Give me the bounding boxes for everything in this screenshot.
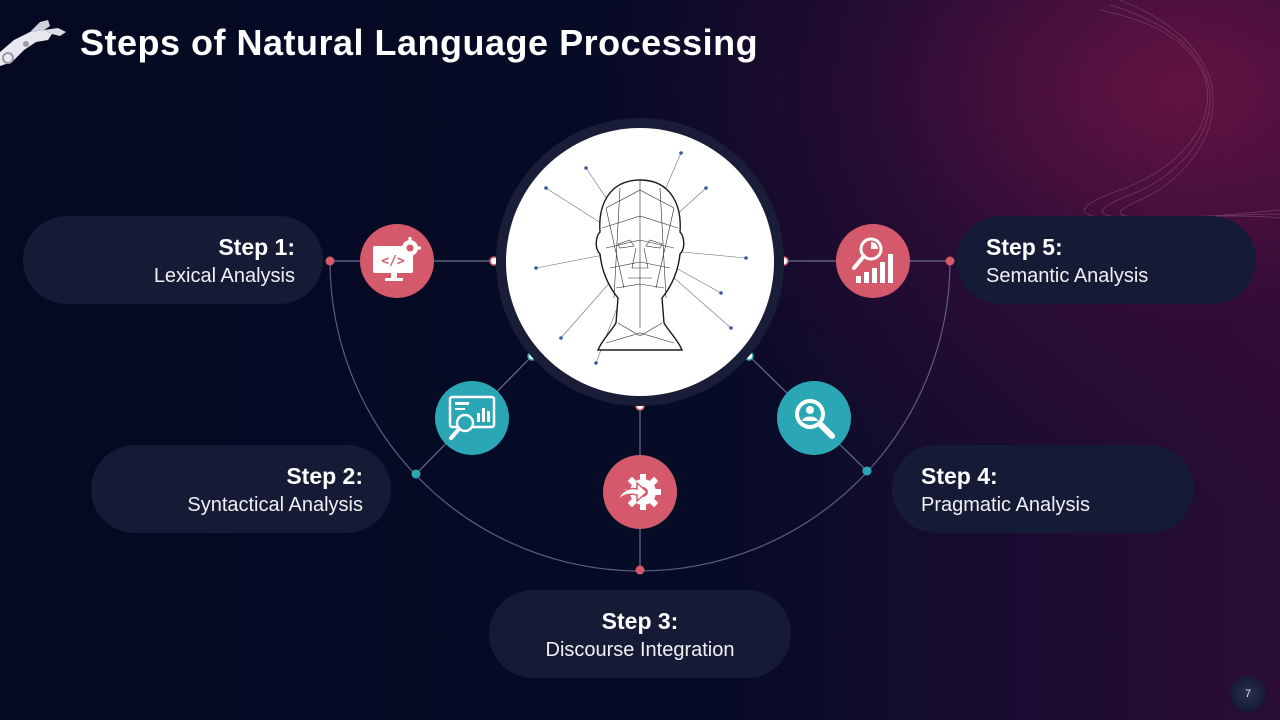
step-number: Step 5: — [986, 234, 1063, 260]
step-card-5: Step 5: Semantic Analysis — [956, 216, 1256, 304]
step-card-1: Step 1: Lexical Analysis — [23, 216, 323, 304]
chart-magnifier-icon — [852, 237, 893, 283]
robot-hand-icon — [0, 20, 66, 66]
step-number: Step 4: — [921, 463, 998, 489]
step-name: Lexical Analysis — [153, 265, 295, 287]
step-card-4: Step 4: Pragmatic Analysis — [892, 445, 1194, 533]
code-monitor-gear-icon: </> — [373, 237, 421, 281]
step-name: Semantic Analysis — [986, 265, 1149, 287]
analytics-dashboard-magnifier-icon — [448, 395, 496, 440]
page-title: Steps of Natural Language Processing — [80, 22, 759, 63]
page-number: 7 — [1230, 676, 1266, 712]
wireframe-human-head-icon — [534, 151, 748, 365]
step-name: Pragmatic Analysis — [921, 494, 1090, 516]
step-card-2: Step 2: Syntactical Analysis — [91, 445, 391, 533]
step-name: Syntactical Analysis — [187, 494, 363, 516]
svg-text:</>: </> — [381, 254, 405, 269]
step2-icon-badge — [435, 381, 509, 455]
center-image — [506, 128, 774, 396]
step4-icon-badge — [777, 381, 851, 455]
step-number: Step 1: — [218, 234, 295, 260]
step1-icon-badge: </> — [360, 224, 434, 298]
user-magnifier-icon — [795, 399, 835, 439]
step-number: Step 3: — [601, 608, 679, 634]
step-name: Discourse Integration — [545, 639, 735, 661]
step-number: Step 2: — [286, 463, 363, 489]
step5-icon-badge — [836, 224, 910, 298]
step-card-3: Step 3: Discourse Integration — [489, 590, 791, 678]
step3-icon-badge — [603, 455, 677, 529]
gear-arrow-icon — [616, 474, 661, 510]
center-image-ring — [496, 118, 784, 406]
